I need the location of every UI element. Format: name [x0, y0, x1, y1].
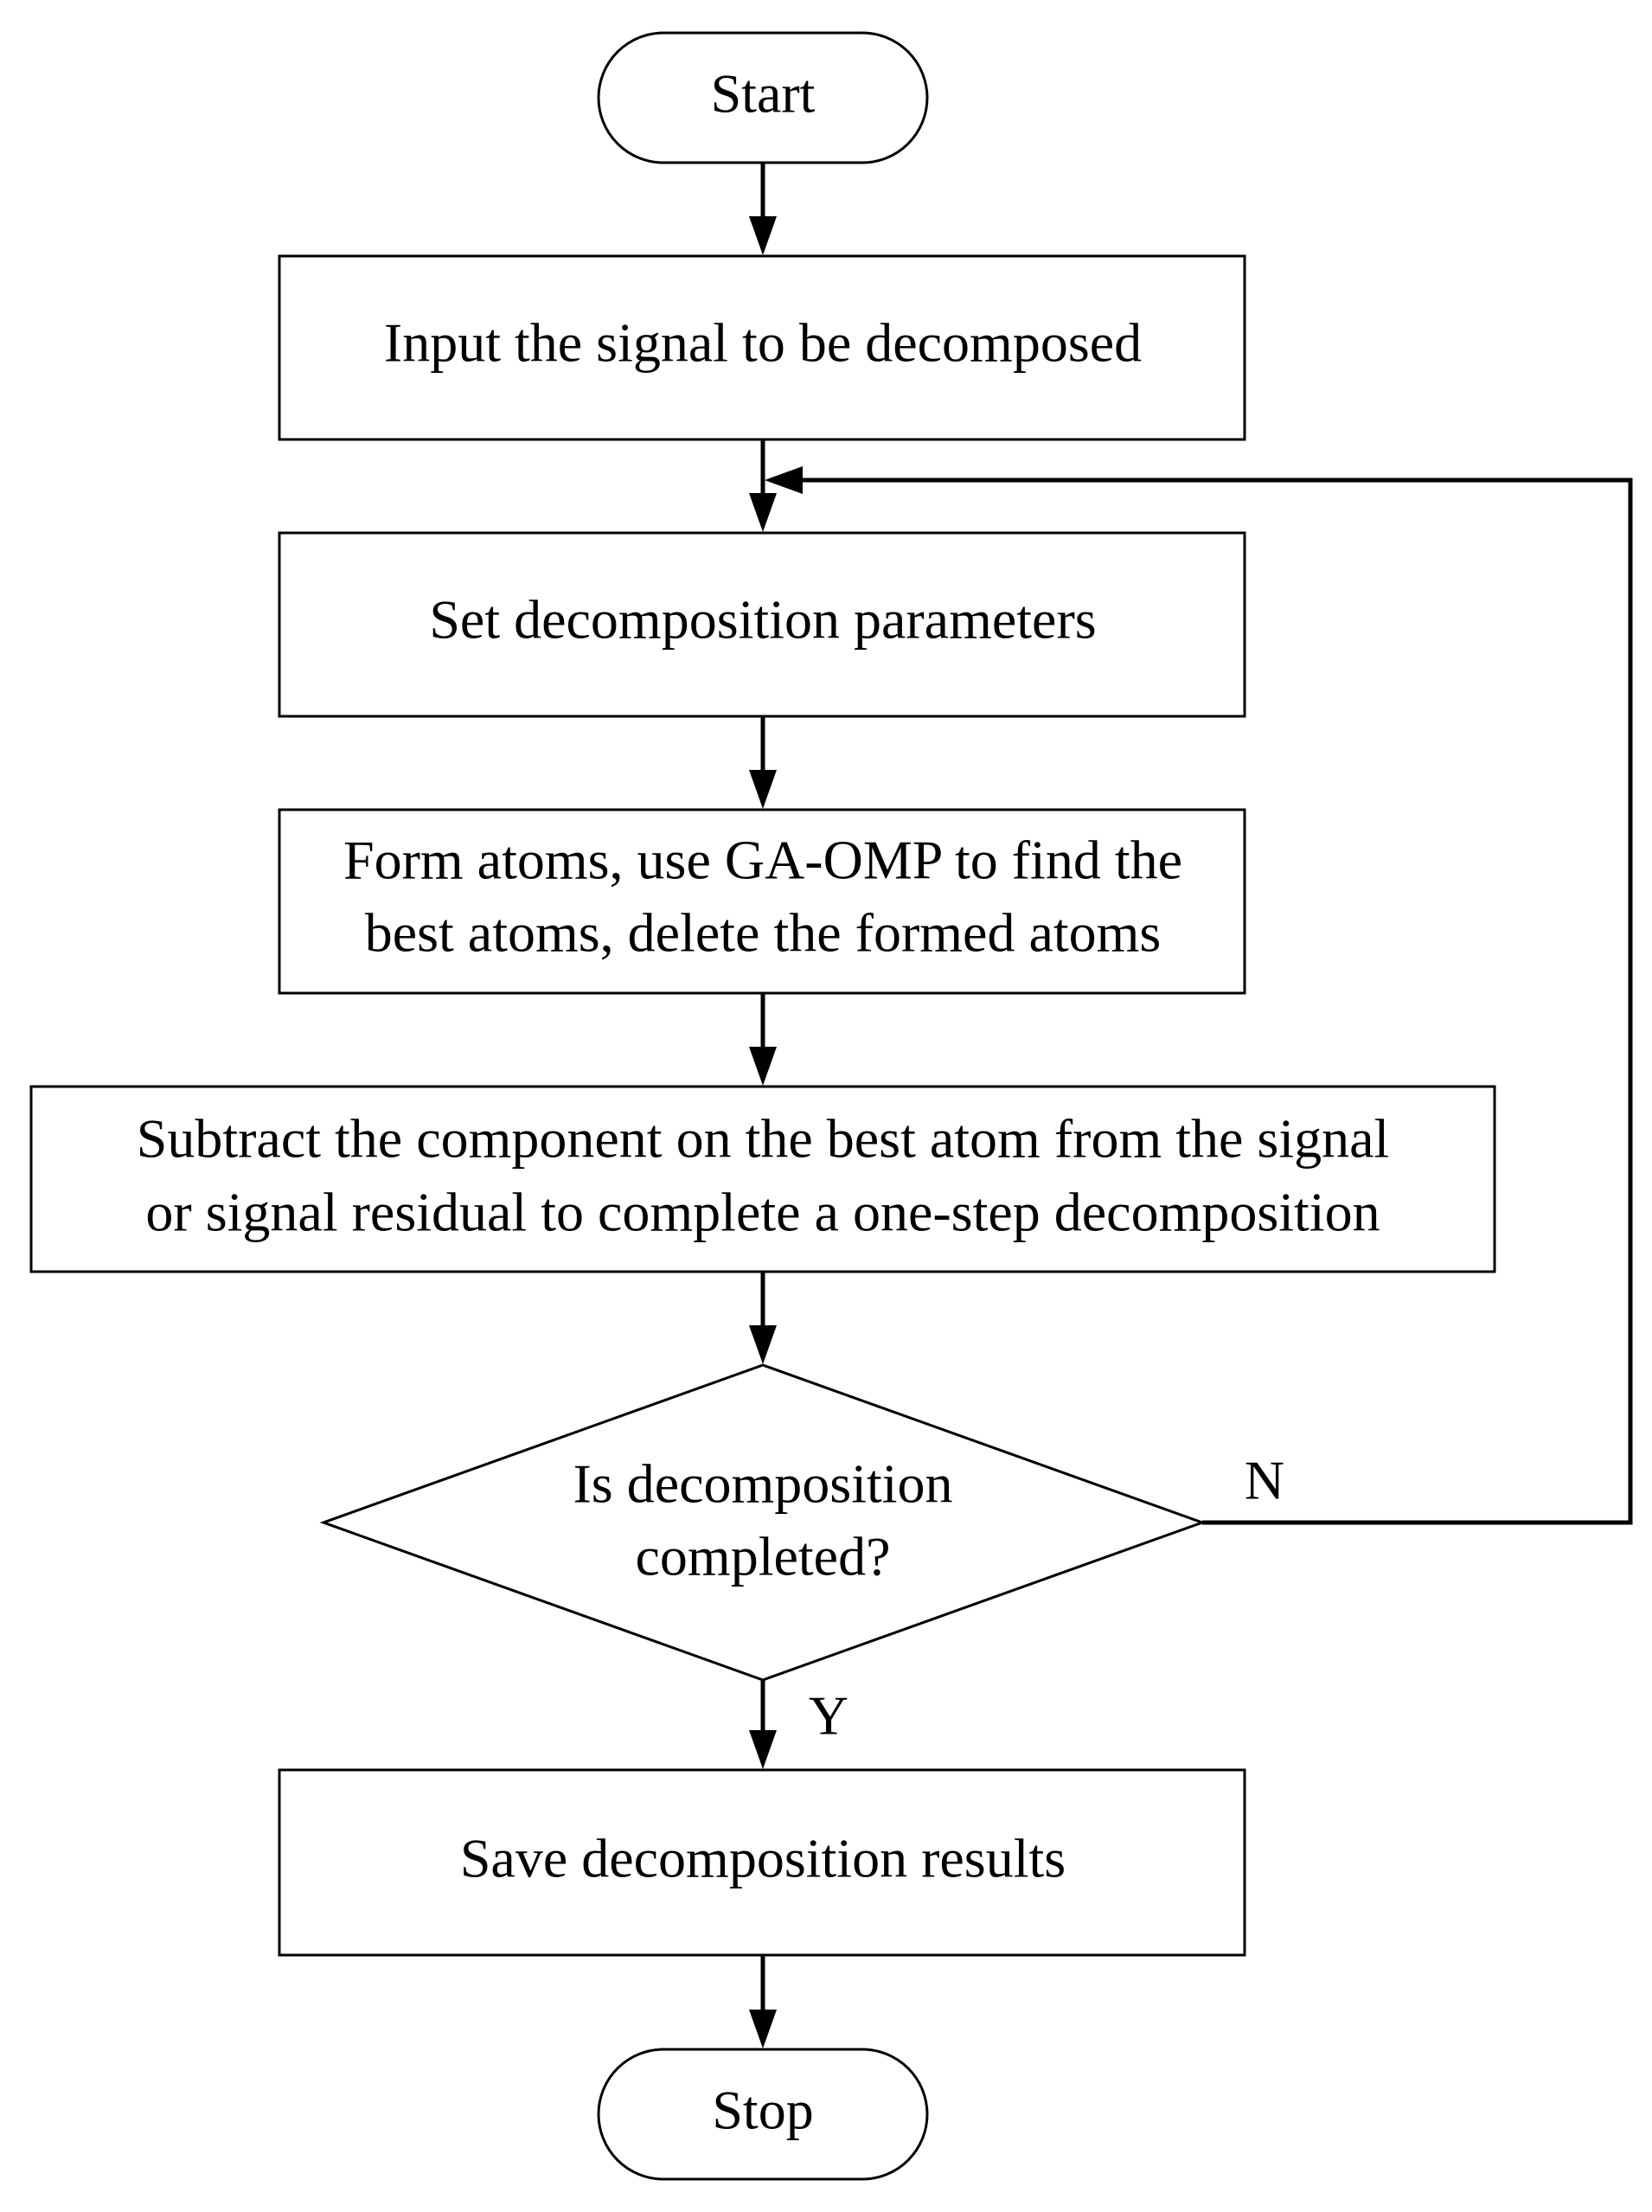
- form-atoms-label-line1: Form atoms, use GA-OMP to find the: [343, 830, 1182, 891]
- input-signal-label: Input the signal to be decomposed: [384, 312, 1142, 374]
- loop-no-connector: [800, 478, 1633, 1525]
- arrowhead-stop: [749, 2010, 777, 2049]
- arrowhead-save: [749, 1730, 777, 1769]
- start-label: Start: [711, 63, 816, 125]
- subtract-component-label-line2: or signal residual to complete a one-ste…: [145, 1182, 1380, 1243]
- form-atoms-label-line2: best atoms, delete the formed atoms: [365, 902, 1162, 964]
- decision-label-line1: Is decomposition: [573, 1453, 952, 1515]
- subtract-component-label-line1: Subtract the component on the best atom …: [137, 1108, 1390, 1170]
- stop-label: Stop: [712, 2080, 813, 2141]
- arrowhead-set-params: [749, 493, 777, 532]
- save-results-label: Save decomposition results: [460, 1828, 1066, 1889]
- no-branch-label: N: [1245, 1450, 1284, 1511]
- arrowhead-subtract: [749, 1047, 777, 1086]
- input-signal-box: [278, 254, 1246, 441]
- arrowhead-decision: [749, 1325, 777, 1364]
- decision-label-line2: completed?: [636, 1526, 891, 1587]
- arrowhead-form-atoms: [749, 770, 777, 809]
- stop-terminal: [597, 2048, 929, 2181]
- form-atoms-box: [278, 808, 1246, 995]
- subtract-component-box: [29, 1085, 1496, 1273]
- arrowhead-input: [749, 216, 777, 255]
- set-parameters-label: Set decomposition parameters: [429, 589, 1096, 651]
- save-results-box: [278, 1768, 1246, 1957]
- arrowhead-loop: [765, 466, 803, 494]
- yes-branch-label: Y: [809, 1685, 848, 1747]
- decision-diamond: [319, 1363, 1207, 1682]
